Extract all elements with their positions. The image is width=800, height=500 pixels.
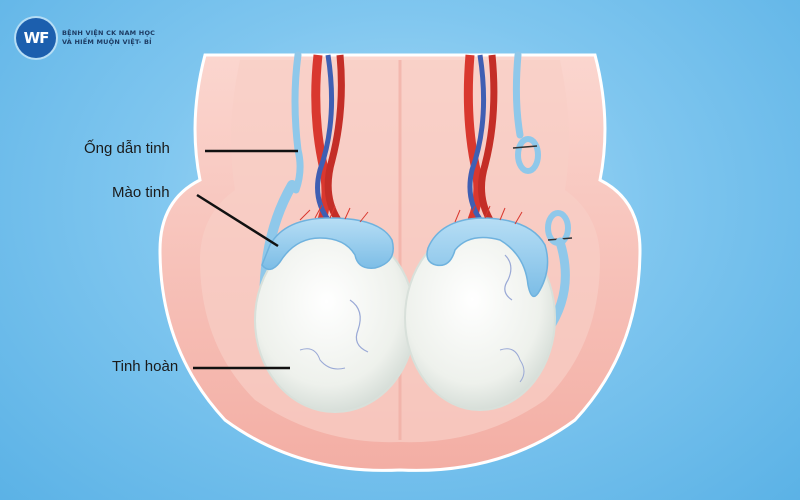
logo-mark: WF bbox=[16, 18, 56, 58]
right-vas-tie bbox=[512, 145, 538, 149]
left-testis-vein-2 bbox=[299, 348, 346, 370]
left-artery bbox=[311, 54, 331, 222]
logo-text: BỆNH VIỆN CK NAM HỌC VÀ HIẾM MUỘN VIỆT- … bbox=[62, 29, 155, 47]
leader-line-epididymis bbox=[196, 193, 279, 248]
label-testis: Tinh hoàn bbox=[112, 358, 179, 375]
right-epididymis bbox=[426, 217, 549, 298]
label-vas-deferens: Ống dẫn tinh bbox=[84, 140, 170, 157]
right-vein bbox=[467, 54, 487, 224]
label-epididymis: Mào tinh bbox=[112, 184, 170, 201]
left-vein bbox=[315, 54, 335, 224]
left-testis-vein bbox=[349, 299, 369, 353]
logo-line-1: BỆNH VIỆN CK NAM HỌC bbox=[62, 29, 156, 37]
right-testis-vein bbox=[504, 254, 513, 301]
right-vas-deferens bbox=[512, 51, 524, 139]
hospital-logo: WF BỆNH VIỆN CK NAM HỌC VÀ HIẾM MUỘN VIỆ… bbox=[16, 18, 155, 58]
right-capillaries bbox=[454, 205, 523, 225]
left-epididymis bbox=[261, 217, 394, 271]
left-artery-2 bbox=[324, 54, 345, 222]
left-capillaries bbox=[299, 204, 369, 223]
right-vas-loop bbox=[515, 136, 541, 174]
right-testis-vein-2 bbox=[499, 348, 525, 383]
right-artery-2 bbox=[477, 54, 498, 222]
logo-line-2: VÀ HIẾM MUỘN VIỆT- BỈ bbox=[62, 38, 152, 46]
